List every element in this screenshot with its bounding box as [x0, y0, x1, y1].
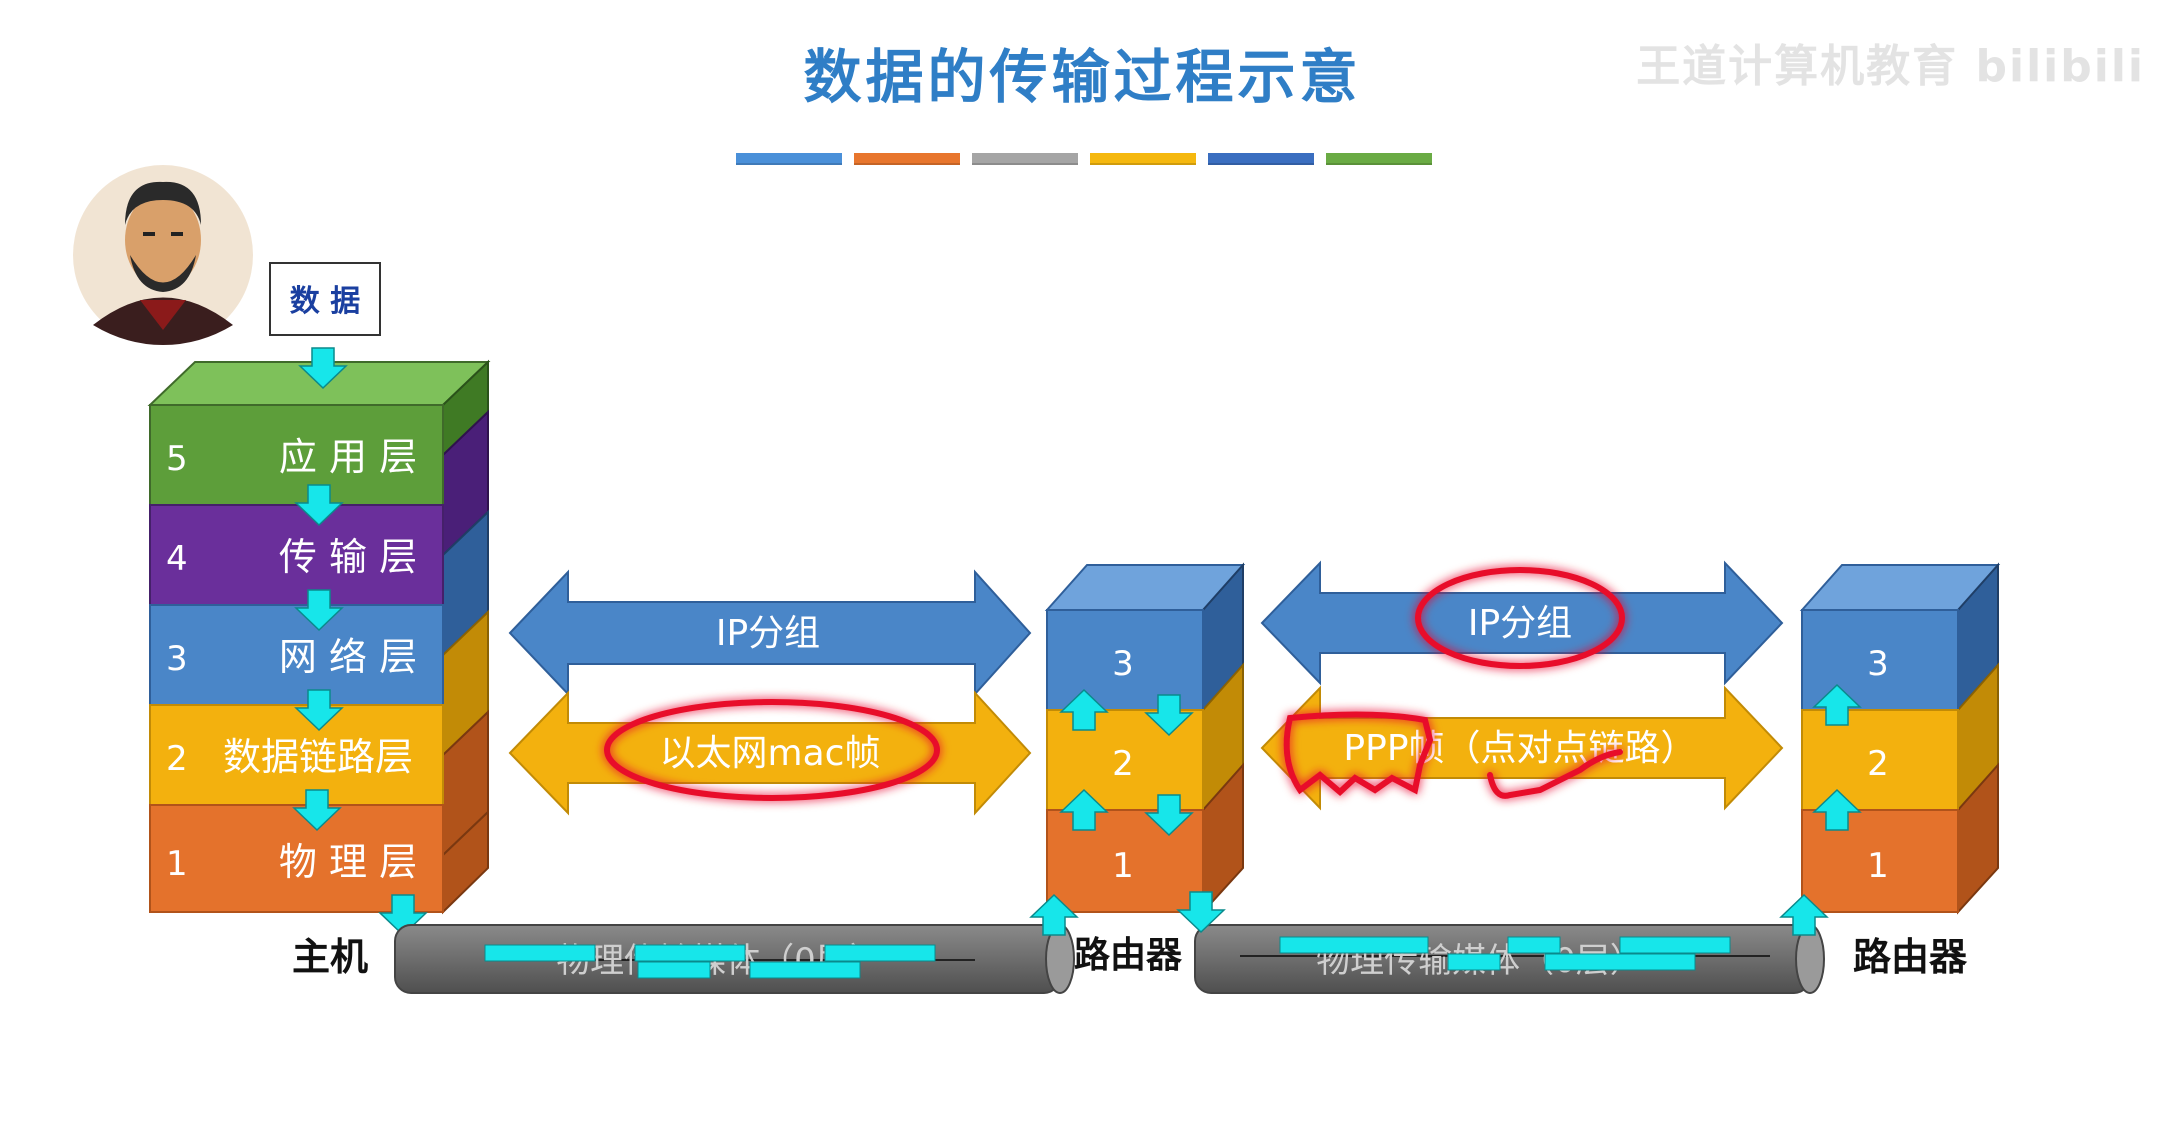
cable-2: 物理传输媒体（0层） — [1194, 924, 1825, 994]
up-arrow-icon — [1812, 788, 1862, 831]
annotation-marks-2 — [1283, 567, 1625, 799]
down-arrow-icon — [294, 484, 344, 527]
host-layer5-num: 5 — [166, 439, 188, 479]
host-layer4-num: 4 — [166, 539, 188, 579]
watermark: 王道计算机教育 bilibili — [1636, 41, 2145, 92]
host-layer4-name: 传 输 层 — [279, 535, 417, 579]
color-swatch-5 — [1208, 153, 1314, 165]
down-arrow-icon — [1144, 694, 1194, 737]
color-swatch-6 — [1326, 153, 1432, 165]
down-arrow-icon — [294, 689, 344, 732]
router-2-layer2: 2 — [1867, 744, 1889, 784]
host-layer5-name: 应 用 层 — [279, 435, 417, 479]
router-1-layer3: 3 — [1112, 644, 1134, 684]
down-arrow-icon — [1144, 794, 1194, 837]
data-box-label: 数 据 — [290, 284, 360, 319]
down-arrow-icon — [1176, 891, 1226, 934]
host-layer3-name: 网 络 层 — [279, 635, 417, 679]
down-arrow-icon — [292, 789, 342, 832]
host-layer1-num: 1 — [166, 844, 188, 884]
down-arrow-icon — [294, 589, 344, 632]
router-1-arrows — [1029, 688, 1226, 936]
router-2-arrows — [1779, 683, 1862, 936]
page-title: 数据的传输过程示意 — [803, 43, 1362, 111]
up-arrow-icon — [1812, 683, 1862, 726]
host-layer3-num: 3 — [166, 639, 188, 679]
router-1-layer2: 2 — [1112, 744, 1134, 784]
link-1-ip-label: IP分组 — [716, 613, 820, 654]
up-arrow-icon — [1029, 893, 1079, 936]
router-1-layer1: 1 — [1112, 846, 1134, 886]
up-arrow-icon — [1059, 788, 1109, 831]
avatar — [73, 165, 253, 345]
data-box: 数 据 — [269, 262, 381, 336]
router-2-layer3: 3 — [1867, 644, 1889, 684]
color-swatch-3 — [972, 153, 1078, 165]
down-arrow-icon — [298, 347, 348, 390]
host-layer1-name: 物 理 层 — [279, 840, 417, 884]
host-layer2-num: 2 — [166, 739, 188, 779]
color-swatch-1 — [736, 153, 842, 165]
link-2-ip-arrow: IP分组 — [1260, 560, 1784, 686]
link-2-ip-label: IP分组 — [1468, 603, 1572, 644]
router-2-layer1: 1 — [1867, 846, 1889, 886]
color-swatch-2 — [854, 153, 960, 165]
router-1: 3 2 1 — [1044, 562, 1246, 915]
annotation-circle-1 — [604, 699, 940, 801]
up-arrow-icon — [1059, 688, 1109, 731]
router-2-label: 路由器 — [1853, 935, 1968, 979]
host-stack: 5 应 用 层 4 传 输 层 3 网 络 层 2 数据链路层 1 物 理 层 — [147, 359, 491, 915]
color-bar — [736, 150, 1444, 169]
link-1-frame-label: 以太网mac帧 — [660, 733, 881, 774]
color-swatch-4 — [1090, 153, 1196, 165]
host-layer2-name: 数据链路层 — [223, 735, 413, 779]
router-1-label: 路由器 — [1074, 935, 1183, 976]
cable-1: 物理传输媒体（0层） — [394, 924, 1075, 994]
router-2: 3 2 1 — [1799, 562, 2001, 915]
host-label: 主机 — [292, 935, 368, 979]
up-arrow-icon — [1779, 893, 1829, 936]
link-2-frame-label: PPP帧（点对点链路） — [1343, 728, 1696, 769]
link-1-ip-arrow: IP分组 — [508, 569, 1032, 697]
